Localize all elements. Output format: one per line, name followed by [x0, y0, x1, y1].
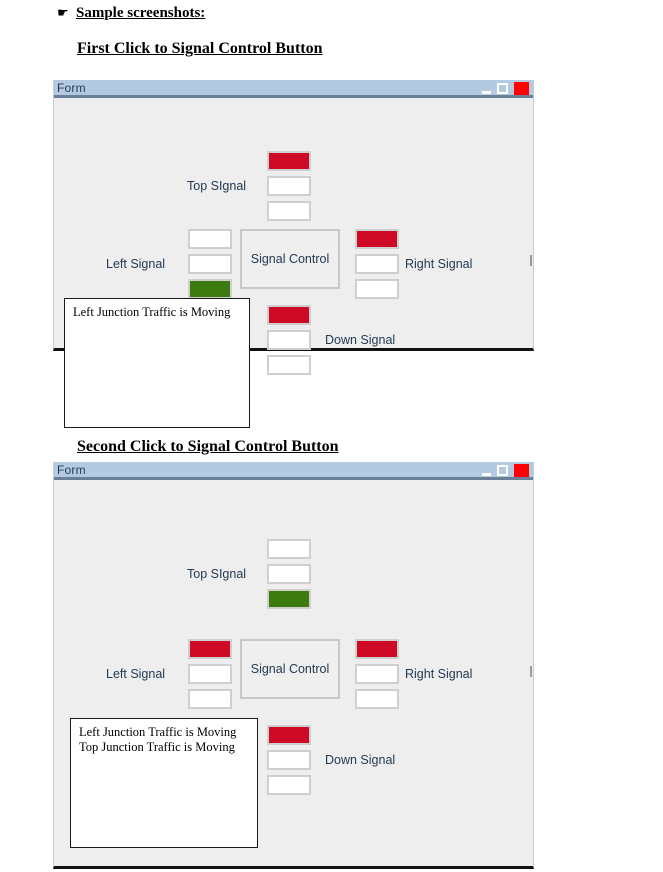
right-signal-lamp-yellow[interactable] — [355, 664, 399, 684]
window-title: Form — [57, 81, 86, 95]
close-icon[interactable] — [514, 464, 529, 477]
top-signal-lamp-green[interactable] — [267, 589, 311, 609]
left-signal-label: Left Signal — [106, 667, 166, 681]
left-signal-lamp-green[interactable] — [188, 279, 232, 299]
first-click-heading-text: First Click to Signal Control Button — [77, 40, 323, 57]
left-signal-label: Left Signal — [106, 257, 166, 271]
down-signal-lamp-yellow[interactable] — [267, 750, 311, 770]
right-signal-lamp-red[interactable] — [355, 229, 399, 249]
titlebar-second-click[interactable]: Form — [54, 462, 533, 480]
top-signal-lamp-red[interactable] — [267, 151, 311, 171]
right-signal-label: Right Signal — [405, 257, 473, 271]
top-signal-label: Top SIgnal — [187, 567, 247, 581]
edge-tick-marker — [530, 255, 532, 266]
down-signal-label: Down Signal — [325, 333, 396, 347]
down-signal-lamp-red[interactable] — [267, 305, 311, 325]
signal-control-button[interactable]: Signal Control — [240, 639, 340, 699]
down-signal-lamp-yellow[interactable] — [267, 330, 311, 350]
traffic-log-textbox[interactable]: Left Junction Traffic is Moving — [64, 298, 250, 428]
left-signal-lamp-yellow[interactable] — [188, 254, 232, 274]
form-window-second-click: Form Top SIgnal Left Signal Signal Contr… — [53, 462, 534, 869]
right-signal-lamp-green[interactable] — [355, 279, 399, 299]
bullet-pointer-icon: ☛ — [57, 6, 69, 21]
left-signal-lamp-red[interactable] — [188, 229, 232, 249]
left-signal-lamp-red[interactable] — [188, 639, 232, 659]
signal-control-button-label: Signal Control — [250, 252, 330, 266]
right-signal-label: Right Signal — [405, 667, 473, 681]
top-signal-lamp-green[interactable] — [267, 201, 311, 221]
minimize-icon[interactable] — [482, 91, 491, 94]
maximize-icon[interactable] — [497, 83, 508, 94]
down-signal-label: Down Signal — [325, 753, 396, 767]
left-signal-lamp-yellow[interactable] — [188, 664, 232, 684]
top-signal-lamp-red[interactable] — [267, 539, 311, 559]
top-signal-lamp-yellow[interactable] — [267, 176, 311, 196]
form-window-first-click: Form Top SIgnal Left Signal Signal Contr… — [53, 80, 534, 428]
second-click-heading: Second Click to Signal Control Button — [77, 438, 339, 456]
down-signal-lamp-green[interactable] — [267, 775, 311, 795]
down-signal-lamp-green[interactable] — [267, 355, 311, 375]
window-title: Form — [57, 463, 86, 477]
window-controls-first-click — [482, 82, 529, 95]
top-signal-label: Top SIgnal — [187, 179, 247, 193]
signal-control-button[interactable]: Signal Control — [240, 229, 340, 289]
form-body-second-click: Top SIgnal Left Signal Signal Control Ri… — [54, 480, 533, 866]
form-body-first-click: Top SIgnal Left Signal Signal Control Ri… — [54, 98, 533, 428]
signal-control-button-label: Signal Control — [250, 662, 330, 676]
edge-tick-marker — [530, 666, 532, 677]
right-signal-lamp-green[interactable] — [355, 689, 399, 709]
sample-screenshots-heading: Sample screenshots: — [76, 5, 205, 22]
first-click-heading: First Click to Signal Control Button — [77, 40, 323, 58]
top-signal-lamp-yellow[interactable] — [267, 564, 311, 584]
minimize-icon[interactable] — [482, 473, 491, 476]
sample-screenshots-heading-text: Sample screenshots: — [76, 5, 206, 21]
right-signal-lamp-red[interactable] — [355, 639, 399, 659]
close-icon[interactable] — [514, 82, 529, 95]
down-signal-lamp-red[interactable] — [267, 725, 311, 745]
second-click-heading-text: Second Click to Signal Control Button — [77, 438, 339, 455]
traffic-log-textbox[interactable]: Left Junction Traffic is Moving Top Junc… — [70, 718, 258, 848]
window-controls-second-click — [482, 464, 529, 477]
left-signal-lamp-green[interactable] — [188, 689, 232, 709]
maximize-icon[interactable] — [497, 465, 508, 476]
right-signal-lamp-yellow[interactable] — [355, 254, 399, 274]
titlebar-first-click[interactable]: Form — [54, 80, 533, 98]
